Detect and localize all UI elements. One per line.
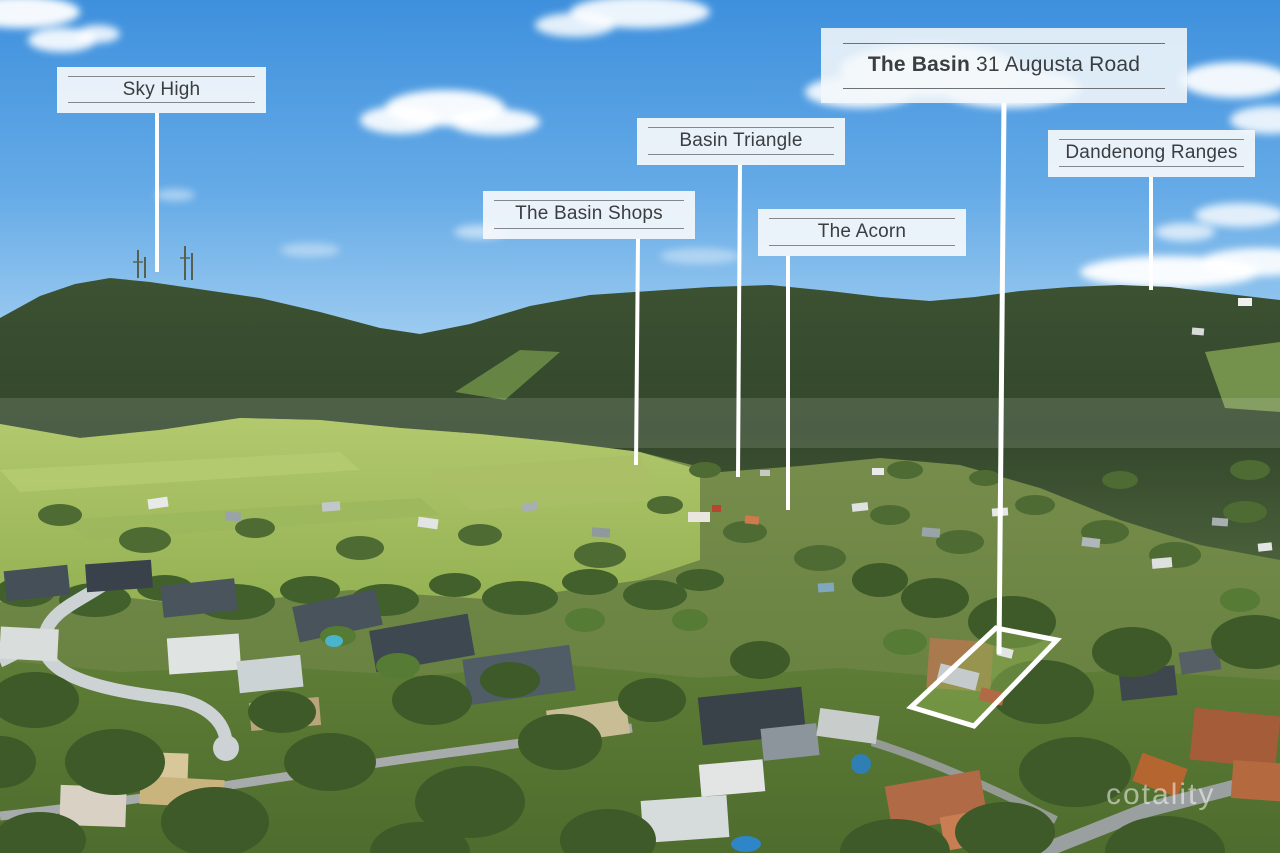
leader-line-property [996, 102, 1007, 655]
label-basin-triangle: Basin Triangle [637, 118, 845, 165]
property-street: 31 Augusta Road [969, 53, 1141, 76]
paddock-stripes [0, 452, 660, 540]
label-dandenong-ranges: Dandenong Ranges [1048, 130, 1255, 177]
label-property-address-text: The Basin 31 Augusta Road [843, 43, 1165, 89]
leader-line-basin-shops [634, 238, 640, 466]
leader-line-basin-triangle [736, 164, 742, 478]
property-suburb: The Basin [867, 53, 970, 76]
mountain-ridge [0, 278, 1280, 560]
label-sky-high: Sky High [57, 67, 266, 113]
label-basin-triangle-text: Basin Triangle [648, 127, 834, 155]
label-basin-shops-text: The Basin Shops [494, 200, 684, 229]
cotality-watermark: cotality [1106, 778, 1216, 811]
label-acorn-text: The Acorn [769, 218, 955, 246]
label-sky-high-text: Sky High [68, 76, 255, 103]
label-property-address: The Basin 31 Augusta Road [821, 28, 1187, 103]
backyard-pools [325, 635, 871, 852]
property-boundary-outline [906, 625, 1062, 729]
suburb-houses [147, 298, 1273, 593]
suburb-trees [38, 460, 1270, 571]
sky-high-summit-towers [133, 246, 193, 280]
foreground-trees [0, 563, 1280, 853]
label-dandenong-ranges-text: Dandenong Ranges [1059, 139, 1244, 167]
label-acorn: The Acorn [758, 209, 966, 256]
label-basin-shops: The Basin Shops [483, 191, 695, 239]
